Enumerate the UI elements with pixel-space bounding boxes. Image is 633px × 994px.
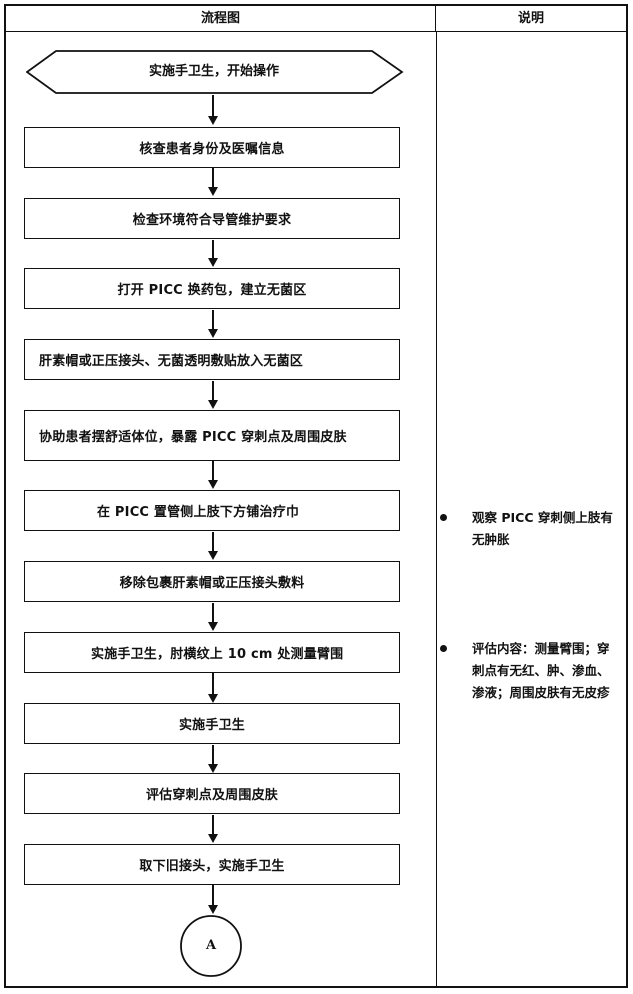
- process-step: 实施手卫生: [24, 703, 400, 744]
- connector-circle: [180, 915, 242, 977]
- flow-arrow: [208, 310, 218, 338]
- flow-arrow: [208, 673, 218, 703]
- flow-arrow: [208, 168, 218, 196]
- process-step: 移除包裹肝素帽或正压接头敷料: [24, 561, 400, 602]
- flow-arrow: [208, 815, 218, 843]
- process-step: 在 PICC 置管侧上肢下方铺治疗巾: [24, 490, 400, 531]
- process-step: 取下旧接头，实施手卫生: [24, 844, 400, 885]
- process-step: 评估穿刺点及周围皮肤: [24, 773, 400, 814]
- header-flowchart: 流程图: [6, 6, 436, 32]
- process-step: 打开 PICC 换药包，建立无菌区: [24, 268, 400, 309]
- flow-arrow: [208, 95, 218, 125]
- flow-arrow: [208, 381, 218, 409]
- flow-arrow: [208, 745, 218, 773]
- process-step: 核查患者身份及医嘱信息: [24, 127, 400, 168]
- note-text: 评估内容：测量臂围；穿刺点有无红、肿、渗血、渗液；周围皮肤有无皮疹: [472, 641, 610, 700]
- flow-arrow: [208, 885, 218, 914]
- process-step: 协助患者摆舒适体位，暴露 PICC 穿刺点及周围皮肤: [24, 410, 400, 461]
- note-item: 观察 PICC 穿刺侧上肢有无肿胀: [440, 507, 620, 551]
- column-divider: [436, 32, 437, 986]
- process-step: 实施手卫生，肘横纹上 10 cm 处测量臂围: [24, 632, 400, 673]
- flow-arrow: [208, 532, 218, 560]
- header-notes: 说明: [436, 6, 626, 32]
- flow-arrow: [208, 603, 218, 631]
- bullet-icon: [440, 645, 447, 652]
- process-step: 肝素帽或正压接头、无菌透明敷贴放入无菌区: [24, 339, 400, 380]
- flow-arrow: [208, 461, 218, 489]
- flowchart-table: 流程图 说明: [4, 4, 628, 988]
- connector-label: A: [205, 938, 217, 953]
- note-item: 评估内容：测量臂围；穿刺点有无红、肿、渗血、渗液；周围皮肤有无皮疹: [440, 638, 620, 704]
- process-step: 检查环境符合导管维护要求: [24, 198, 400, 239]
- flow-arrow: [208, 240, 218, 267]
- note-text: 观察 PICC 穿刺侧上肢有无肿胀: [472, 510, 613, 547]
- bullet-icon: [440, 514, 447, 521]
- start-terminal: [26, 50, 404, 94]
- start-terminal-label: 实施手卫生，开始操作: [148, 64, 279, 79]
